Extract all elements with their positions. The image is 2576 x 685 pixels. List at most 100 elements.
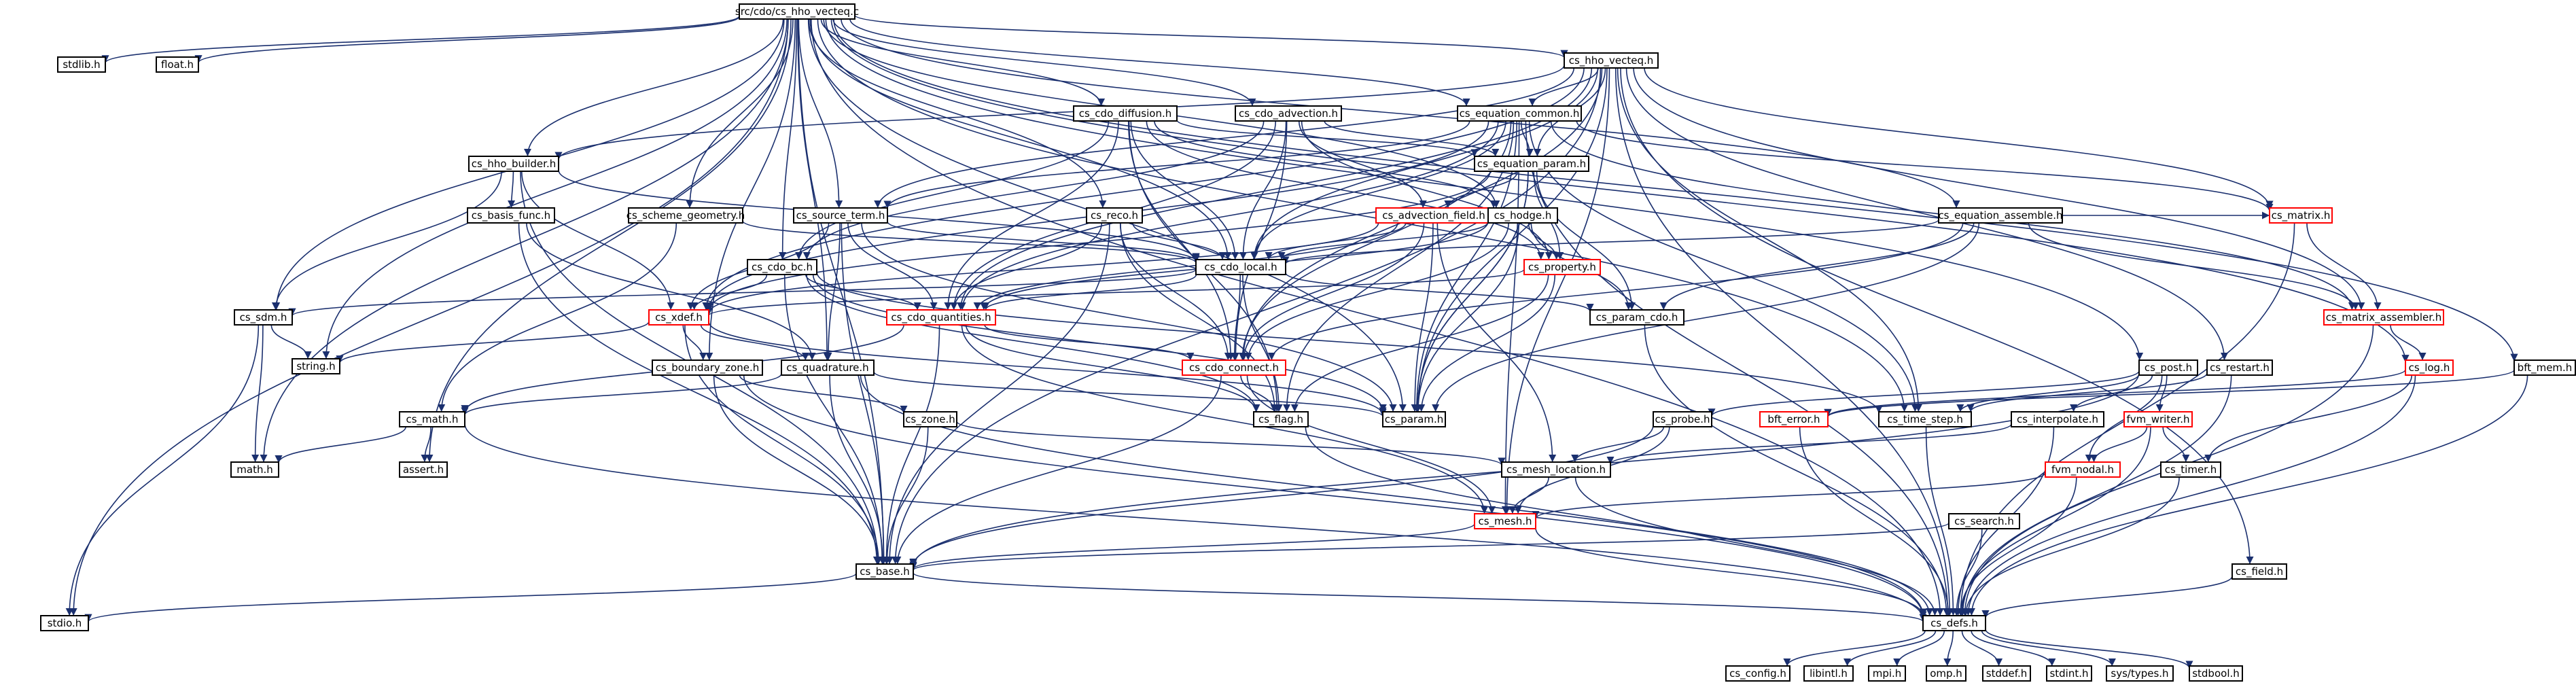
node-box-boundary_zone[interactable] [652, 359, 763, 376]
node-box-interpolate[interactable] [2011, 411, 2104, 427]
node-cdo_connect[interactable]: cs_cdo_connect.h [1182, 359, 1286, 376]
node-box-string[interactable] [292, 358, 340, 374]
node-basis_func[interactable]: cs_basis_func.h [467, 207, 555, 224]
node-box-float[interactable] [156, 56, 199, 73]
node-stddef[interactable]: stddef.h [1982, 665, 2031, 682]
node-base[interactable]: cs_base.h [855, 563, 914, 580]
node-float[interactable]: float.h [156, 56, 199, 73]
node-box-cdo_advection[interactable] [1235, 105, 1342, 122]
node-box-stdint[interactable] [2046, 665, 2092, 682]
node-fvm_writer[interactable]: fvm_writer.h [2123, 411, 2193, 427]
node-libintl[interactable]: libintl.h [1803, 665, 1854, 682]
node-box-source_term[interactable] [793, 207, 888, 224]
node-stdio[interactable]: stdio.h [40, 615, 89, 631]
node-box-hodge[interactable] [1487, 207, 1558, 224]
node-box-scheme_geometry[interactable] [628, 207, 743, 224]
node-box-restart[interactable] [2206, 359, 2273, 376]
node-box-quadrature[interactable] [781, 359, 875, 376]
node-math[interactable]: cs_math.h [399, 411, 465, 427]
node-timer[interactable]: cs_timer.h [2160, 461, 2221, 478]
node-box-stdlib[interactable] [57, 56, 106, 73]
node-bft_error[interactable]: bft_error.h [1759, 411, 1829, 427]
node-cdo_local[interactable]: cs_cdo_local.h [1195, 259, 1286, 275]
node-box-probe[interactable] [1653, 411, 1712, 427]
node-box-math[interactable] [399, 411, 465, 427]
node-advection_field[interactable]: cs_advection_field.h [1375, 207, 1492, 224]
node-box-search[interactable] [1948, 513, 2020, 529]
node-box-equation_common[interactable] [1457, 105, 1582, 122]
node-box-stddef[interactable] [1982, 665, 2031, 682]
node-box-param_cdo[interactable] [1589, 309, 1684, 326]
node-box-cdo_quantities[interactable] [886, 309, 996, 326]
node-box-cdo_diffusion[interactable] [1073, 105, 1178, 122]
node-box-bft_error[interactable] [1759, 411, 1829, 427]
node-box-basis_func[interactable] [467, 207, 555, 224]
node-box-base[interactable] [855, 563, 914, 580]
node-box-time_step[interactable] [1878, 411, 1972, 427]
node-boundary_zone[interactable]: cs_boundary_zone.h [652, 359, 763, 376]
node-defs[interactable]: cs_defs.h [1922, 615, 1986, 631]
node-box-equation_assemble[interactable] [1938, 207, 2063, 224]
node-param_cdo[interactable]: cs_param_cdo.h [1589, 309, 1684, 326]
node-config[interactable]: cs_config.h [1725, 665, 1790, 682]
node-box-equation_param[interactable] [1474, 156, 1589, 172]
node-bft_mem[interactable]: bft_mem.h [2513, 359, 2576, 376]
node-box-post[interactable] [2138, 359, 2198, 376]
node-hho_vecteq_h[interactable]: cs_hho_vecteq.h [1564, 52, 1659, 69]
node-box-property[interactable] [1523, 259, 1601, 275]
node-log[interactable]: cs_log.h [2405, 359, 2454, 376]
node-box-xdef[interactable] [648, 309, 709, 326]
node-omp[interactable]: omp.h [1926, 665, 1966, 682]
node-root[interactable]: src/cdo/cs_hho_vecteq.c [735, 3, 859, 20]
node-box-cdo_connect[interactable] [1182, 359, 1286, 376]
node-stdint[interactable]: stdint.h [2046, 665, 2092, 682]
node-box-timer[interactable] [2160, 461, 2221, 478]
node-property[interactable]: cs_property.h [1523, 259, 1601, 275]
node-box-cdo_local[interactable] [1195, 259, 1286, 275]
node-stdlib[interactable]: stdlib.h [57, 56, 106, 73]
node-box-hho_builder[interactable] [468, 156, 559, 172]
node-xdef[interactable]: cs_xdef.h [648, 309, 709, 326]
node-hho_builder[interactable]: cs_hho_builder.h [468, 156, 559, 172]
node-assert[interactable]: assert.h [399, 461, 448, 478]
node-equation_param[interactable]: cs_equation_param.h [1474, 156, 1589, 172]
node-restart[interactable]: cs_restart.h [2206, 359, 2273, 376]
node-box-systypes[interactable] [2106, 665, 2174, 682]
node-mesh_location[interactable]: cs_mesh_location.h [1501, 461, 1611, 478]
node-time_step[interactable]: cs_time_step.h [1878, 411, 1972, 427]
node-box-hho_vecteq_h[interactable] [1564, 52, 1659, 69]
node-interpolate[interactable]: cs_interpolate.h [2011, 411, 2104, 427]
node-box-matrix_assembler[interactable] [2323, 309, 2444, 326]
node-box-stdio[interactable] [40, 615, 89, 631]
node-box-root[interactable] [739, 3, 855, 20]
node-flag[interactable]: cs_flag.h [1253, 411, 1309, 427]
node-box-math_h[interactable] [230, 461, 279, 478]
node-equation_assemble[interactable]: cs_equation_assemble.h [1938, 207, 2063, 224]
node-string[interactable]: string.h [292, 358, 340, 374]
node-box-bft_mem[interactable] [2513, 359, 2576, 376]
node-zone[interactable]: cs_zone.h [903, 411, 957, 427]
node-cdo_diffusion[interactable]: cs_cdo_diffusion.h [1073, 105, 1178, 122]
node-param[interactable]: cs_param.h [1382, 411, 1446, 427]
node-box-config[interactable] [1725, 665, 1790, 682]
node-box-fvm_nodal[interactable] [2045, 461, 2121, 478]
node-equation_common[interactable]: cs_equation_common.h [1457, 105, 1582, 122]
node-math_h[interactable]: math.h [230, 461, 279, 478]
node-source_term[interactable]: cs_source_term.h [793, 207, 888, 224]
node-field[interactable]: cs_field.h [2231, 563, 2287, 580]
node-box-reco[interactable] [1086, 207, 1143, 224]
node-scheme_geometry[interactable]: cs_scheme_geometry.h [627, 207, 745, 224]
node-mesh[interactable]: cs_mesh.h [1474, 513, 1536, 529]
node-box-stdbool[interactable] [2189, 665, 2243, 682]
node-sdm[interactable]: cs_sdm.h [234, 309, 293, 326]
node-fvm_nodal[interactable]: fvm_nodal.h [2045, 461, 2121, 478]
node-box-matrix[interactable] [2269, 207, 2333, 224]
node-hodge[interactable]: cs_hodge.h [1487, 207, 1558, 224]
node-box-log[interactable] [2405, 359, 2454, 376]
node-mpi[interactable]: mpi.h [1868, 665, 1906, 682]
node-box-field[interactable] [2231, 563, 2287, 580]
node-box-zone[interactable] [903, 411, 957, 427]
node-cdo_bc[interactable]: cs_cdo_bc.h [747, 259, 817, 275]
node-matrix_assembler[interactable]: cs_matrix_assembler.h [2323, 309, 2444, 326]
node-box-omp[interactable] [1926, 665, 1966, 682]
